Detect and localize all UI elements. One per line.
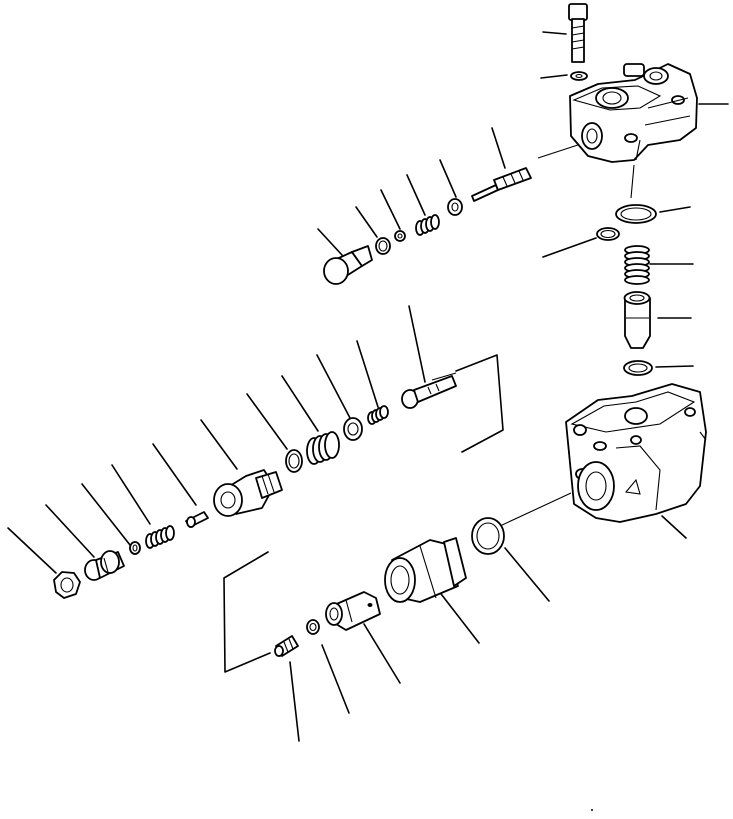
mid-ring-thick: [343, 417, 363, 441]
body-oring: [471, 517, 505, 555]
relief-body: [213, 469, 283, 517]
bracket-lower: [223, 551, 271, 673]
relief-plug: [323, 245, 373, 285]
center-line: [431, 372, 457, 381]
leader-line: [281, 375, 319, 432]
mid-spring-large: [306, 431, 340, 465]
relief-ring-washer: [375, 237, 391, 255]
upper-oring-small: [596, 227, 620, 241]
leader-line: [289, 661, 300, 742]
leader-line: [380, 189, 401, 230]
poppet-spring: [145, 525, 175, 549]
leader-line: [7, 527, 57, 574]
leader-line: [540, 74, 568, 79]
lock-nut: [53, 571, 81, 599]
leader-line: [355, 206, 378, 238]
valve-body-lower: [565, 383, 707, 523]
group-brackets: [223, 354, 504, 673]
center-line: [499, 492, 572, 527]
upper-spring: [624, 245, 650, 285]
leader-line: [111, 464, 151, 525]
leader-line: [356, 340, 379, 408]
leader-line: [321, 644, 350, 714]
leader-line: [659, 206, 691, 213]
relief-seat: [447, 198, 463, 216]
piston-ring: [306, 619, 320, 635]
upper-oring-seat: [623, 360, 653, 376]
relief-ring-small: [394, 230, 406, 242]
upper-bolt: [568, 3, 588, 63]
mid-bolt: [401, 375, 457, 409]
upper-valve-cover: [569, 63, 698, 163]
relief-screw: [471, 167, 532, 202]
leader-lines: [7, 31, 729, 742]
upper-oring-large: [615, 204, 657, 224]
leader-line: [661, 515, 687, 539]
leader-line: [316, 354, 351, 419]
leader-line: [439, 159, 457, 198]
leader-line: [81, 483, 131, 546]
leader-line: [542, 31, 567, 35]
leader-line: [246, 393, 288, 450]
upper-plunger: [623, 291, 651, 349]
bracket-upper: [455, 354, 504, 453]
adjust-screw: [84, 550, 125, 581]
center-line: [630, 164, 635, 199]
leader-line: [655, 365, 694, 368]
leader-line: [363, 623, 401, 684]
poppet-needle: [185, 511, 209, 528]
speck: [591, 809, 593, 811]
leader-line: [491, 127, 506, 169]
leader-line: [45, 504, 95, 558]
sleeve-nut: [384, 537, 467, 603]
leader-line: [408, 305, 426, 383]
leader-line: [200, 419, 238, 470]
upper-washer: [570, 71, 588, 81]
mid-spring-small: [367, 405, 389, 425]
poppet-oring: [129, 541, 141, 555]
mid-oring: [285, 449, 303, 473]
leader-line: [406, 174, 426, 216]
leader-line: [152, 443, 197, 506]
leader-line: [317, 228, 343, 256]
leader-line: [542, 237, 597, 258]
leader-line: [504, 547, 550, 602]
relief-spring-small: [415, 214, 440, 236]
center-line: [537, 142, 585, 159]
piston: [325, 591, 381, 631]
check-poppet: [274, 635, 299, 657]
leader-line: [437, 589, 480, 644]
